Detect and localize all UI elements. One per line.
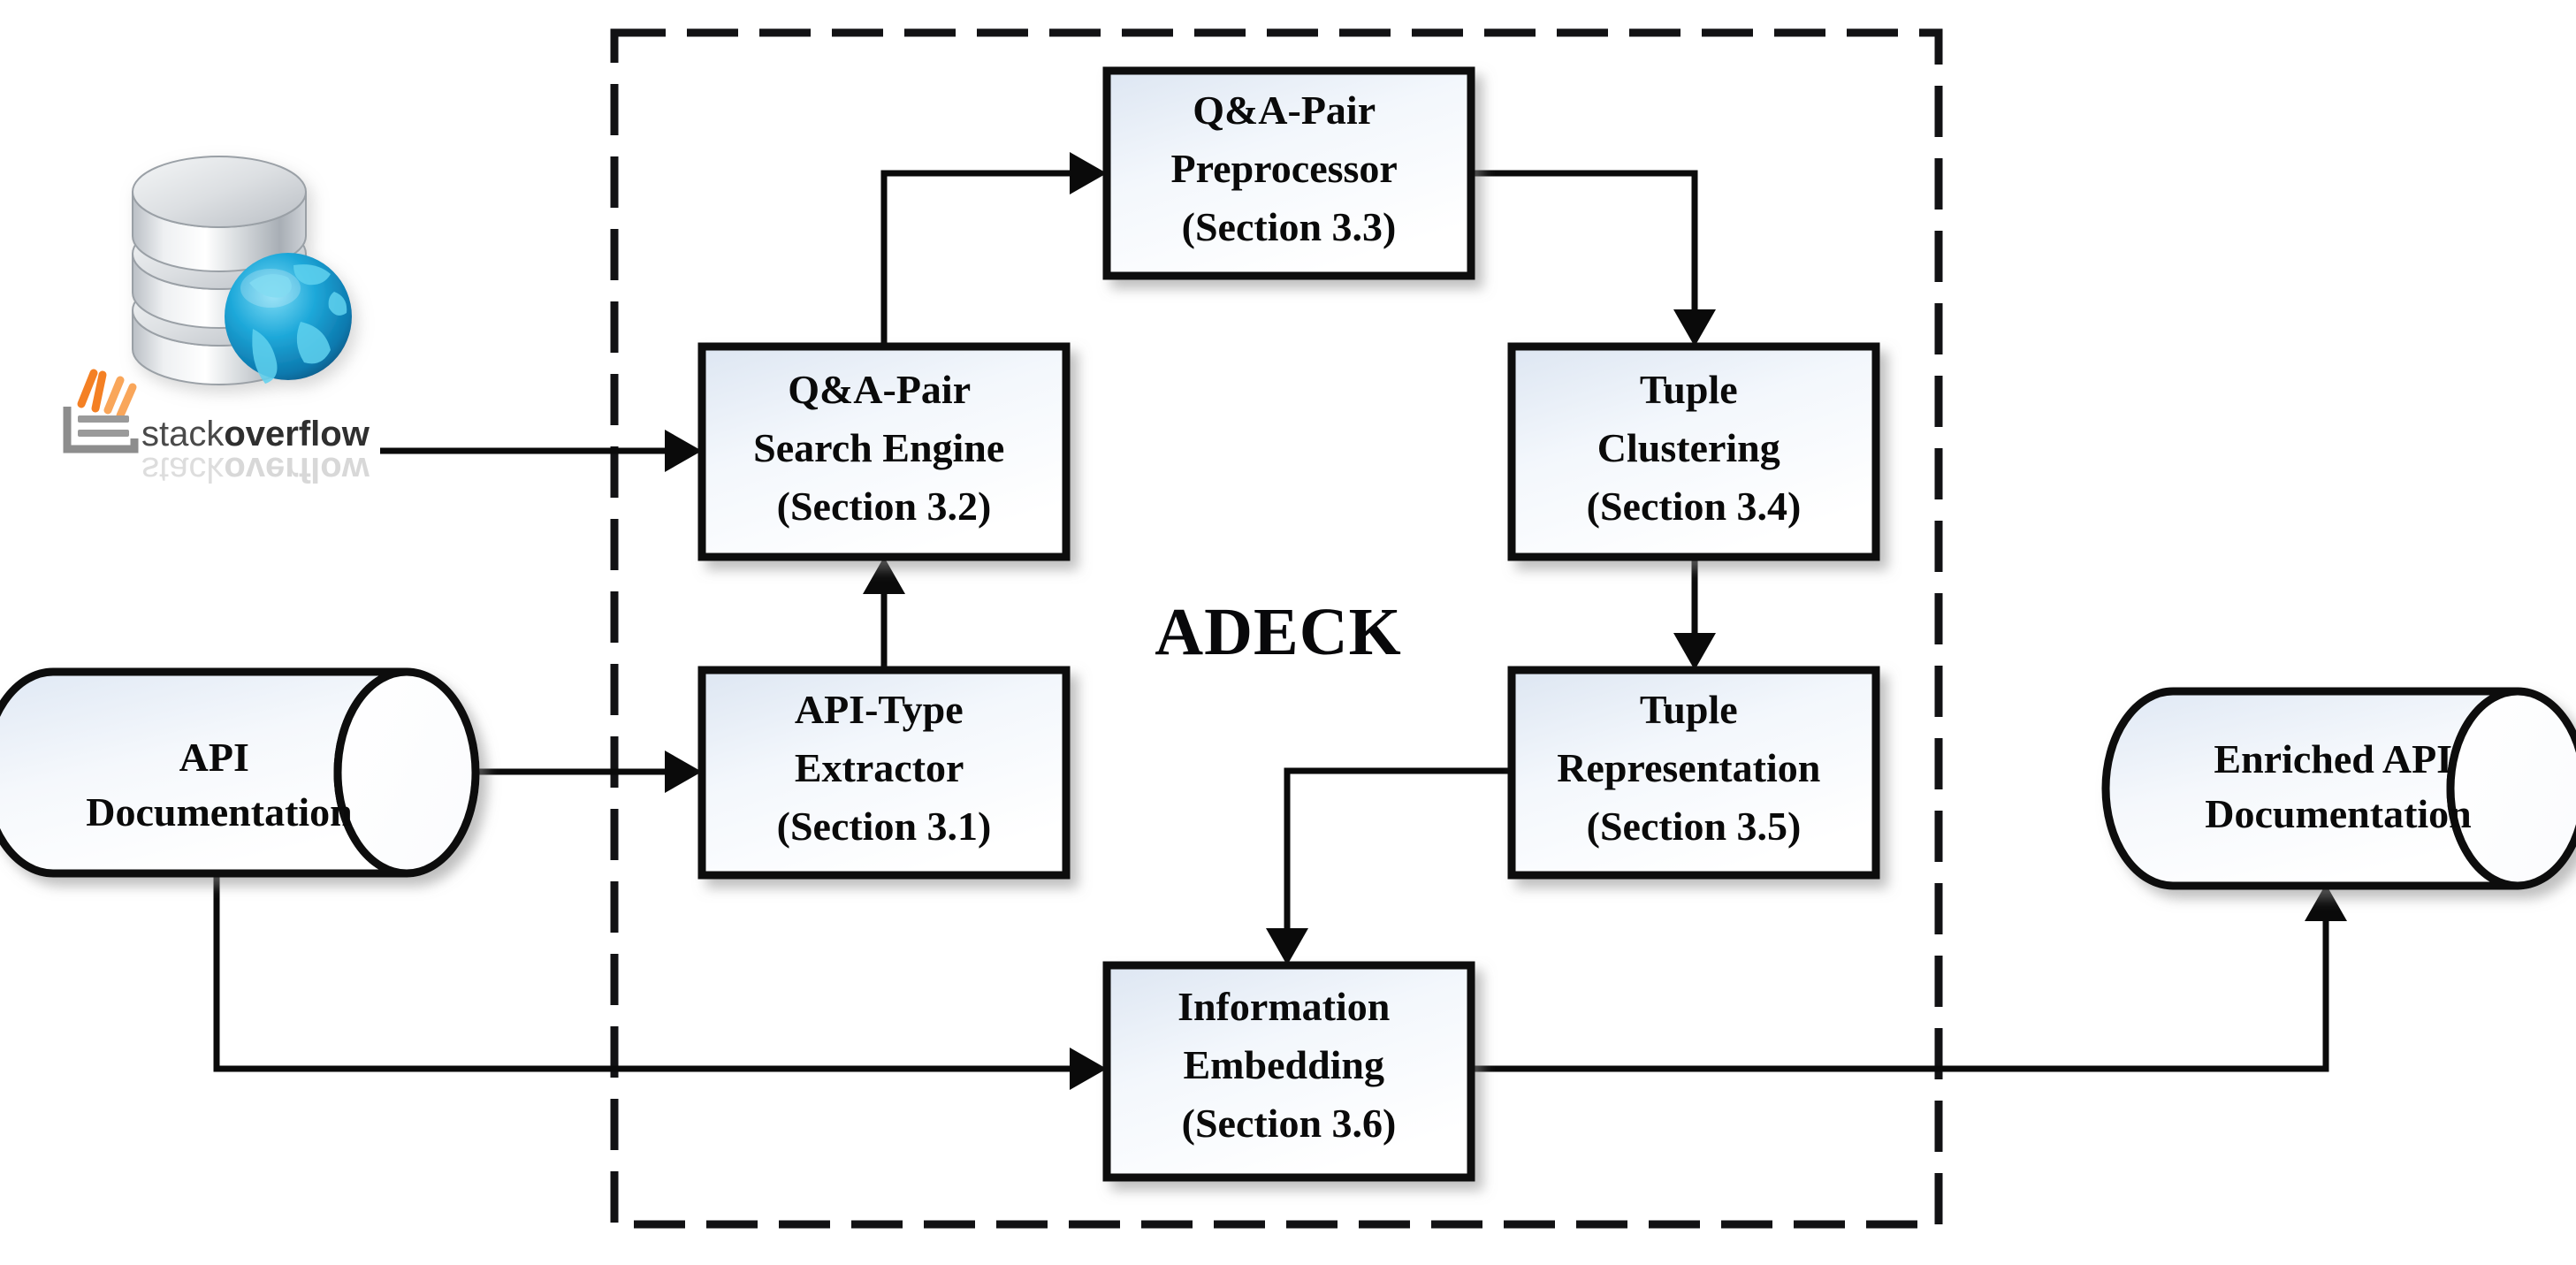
edge-clustering-to-representation xyxy=(1673,557,1716,670)
label-line: Clustering xyxy=(1597,425,1780,470)
edge-embedding-to-enriched-doc xyxy=(1471,884,2347,1072)
datastore-api-documentation-label: API Documentation xyxy=(86,735,353,834)
component-qa-pair-preprocessor-label: Q&A-Pair Preprocessor (Section 3.3) xyxy=(1171,88,1407,249)
label-line: (Section 3.6) xyxy=(1182,1101,1397,1146)
component-api-type-extractor-label: API-Type Extractor (Section 3.1) xyxy=(777,687,992,849)
label-line: Preprocessor xyxy=(1171,146,1398,191)
component-api-type-extractor[interactable] xyxy=(697,666,1071,880)
database-globe-icon xyxy=(132,156,352,385)
label-line: Q&A-Pair xyxy=(1193,88,1376,133)
label-line: Enriched API xyxy=(2214,736,2452,781)
system-title: ADECK xyxy=(1155,595,1401,669)
stackoverflow-wordmark-light: stack xyxy=(141,415,225,453)
component-information-embedding-label: Information Embedding (Section 3.6) xyxy=(1177,984,1400,1146)
edge-api-doc-to-extractor xyxy=(442,751,702,793)
adeck-system-boundary xyxy=(610,28,1943,1229)
datastore-api-documentation[interactable] xyxy=(0,667,480,878)
label-line: Q&A-Pair xyxy=(788,367,971,412)
label-line: Representation xyxy=(1557,745,1820,790)
component-qa-pair-search-engine[interactable] xyxy=(697,342,1071,561)
label-line: Search Engine xyxy=(753,425,1004,470)
label-line: (Section 3.3) xyxy=(1182,204,1397,249)
component-tuple-clustering[interactable] xyxy=(1507,342,1880,561)
edge-preprocessor-to-clustering xyxy=(1471,170,1716,347)
component-tuple-representation-label: Tuple Representation (Section 3.5) xyxy=(1557,687,1831,849)
label-line: Documentation xyxy=(86,789,353,834)
label-line: Extractor xyxy=(795,745,964,790)
stackoverflow-wordmark-reflection: stackoverflow xyxy=(141,450,370,489)
edge-search-engine-to-preprocessor xyxy=(880,152,1107,347)
label-line: (Section 3.1) xyxy=(777,804,992,849)
label-line: Documentation xyxy=(2205,791,2472,836)
label-line: Information xyxy=(1177,984,1390,1029)
label-line: (Section 3.2) xyxy=(777,484,992,529)
component-qa-pair-preprocessor[interactable] xyxy=(1102,66,1475,280)
stackoverflow-wordmark: stackoverflow xyxy=(141,415,370,453)
component-tuple-clustering-label: Tuple Clustering (Section 3.4) xyxy=(1587,367,1802,529)
datastore-enriched-api-documentation-label: Enriched API Documentation xyxy=(2205,736,2472,836)
stackoverflow-source: stackoverflow stackoverflow xyxy=(63,156,370,489)
label-line: API xyxy=(179,735,249,780)
component-information-embedding[interactable] xyxy=(1102,961,1475,1182)
label-line: Tuple xyxy=(1640,687,1738,732)
label-line: API-Type xyxy=(795,687,964,732)
edge-stackoverflow-to-search-engine xyxy=(380,430,702,472)
edge-extractor-to-search-engine xyxy=(863,557,905,670)
component-qa-pair-search-engine-label: Q&A-Pair Search Engine (Section 3.2) xyxy=(753,367,1015,529)
component-tuple-representation[interactable] xyxy=(1507,666,1880,880)
edge-api-doc-to-embedding xyxy=(213,873,1107,1090)
label-line: Embedding xyxy=(1183,1042,1384,1087)
label-line: Tuple xyxy=(1640,367,1738,412)
stackoverflow-logo-icon xyxy=(63,369,139,453)
edge-representation-to-embedding xyxy=(1266,767,1512,965)
label-line: (Section 3.4) xyxy=(1587,484,1802,529)
label-line: (Section 3.5) xyxy=(1587,804,1802,849)
edge-layer xyxy=(213,152,2347,1090)
datastore-enriched-api-documentation[interactable] xyxy=(2101,687,2576,890)
stackoverflow-wordmark-bold: overflow xyxy=(224,415,370,453)
